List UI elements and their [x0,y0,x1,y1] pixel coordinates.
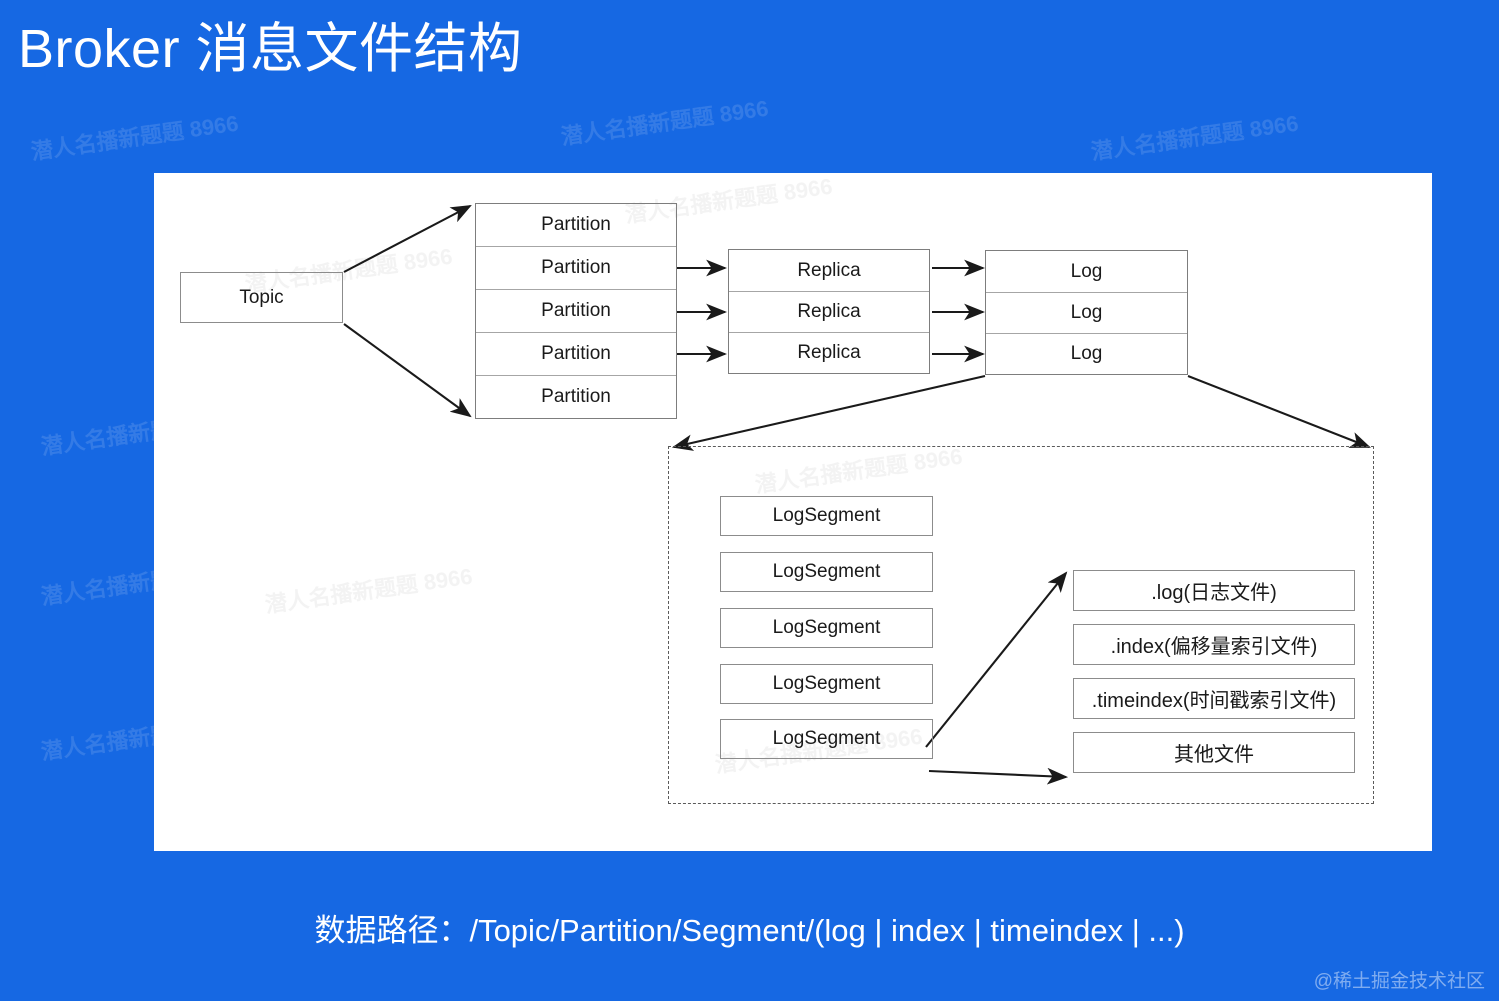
segment-file-box-log[interactable]: .log(日志文件) [1073,570,1355,611]
topic-label: Topic [239,286,284,308]
partition-row[interactable]: Partition [476,247,676,290]
partition-row[interactable]: Partition [541,386,611,407]
log-row[interactable]: Log [986,293,1187,334]
log-segment-label: LogSegment [772,617,881,638]
data-path-caption: 数据路径：/Topic/Partition/Segment/(log | ind… [314,913,1185,948]
partition-row[interactable]: Partition [476,204,676,247]
replica-row[interactable]: Replica [729,292,929,333]
log-segment-label: LogSegment [772,505,881,526]
replica-stack: Replica Replica Replica [728,249,930,374]
log-segment-box[interactable]: LogSegment [720,496,933,536]
replica-row[interactable]: Replica [797,342,861,363]
segment-file-label: .log(日志文件) [1151,582,1277,604]
log-segment-group [668,446,1374,804]
watermark: 潜人名播新题题 8966 [29,110,240,165]
watermark: 潜人名播新题题 8966 [1089,110,1300,165]
source-watermark: @稀土掘金技术社区 [1313,971,1485,992]
watermark: 潜人名播新题题 8966 [263,563,474,618]
page-title: Broker 消息文件结构 [18,19,523,79]
segment-file-box-index[interactable]: .index(偏移量索引文件) [1073,624,1355,665]
partition-stack: Partition Partition Partition Partition … [475,203,677,419]
segment-file-box-other[interactable]: 其他文件 [1073,732,1355,773]
log-segment-box[interactable]: LogSegment [720,552,933,592]
replica-row[interactable]: Replica [729,250,929,292]
log-row[interactable]: Log [986,251,1187,293]
log-segment-box[interactable]: LogSegment [720,719,933,759]
segment-file-label: .timeindex(时间戳索引文件) [1091,690,1337,712]
segment-file-label: 其他文件 [1174,744,1254,766]
segment-file-box-timeindex[interactable]: .timeindex(时间戳索引文件) [1073,678,1355,719]
log-segment-label: LogSegment [772,728,881,749]
topic-box[interactable]: Topic [180,272,343,323]
log-segment-label: LogSegment [772,673,881,694]
log-segment-box[interactable]: LogSegment [720,608,933,648]
log-segment-box[interactable]: LogSegment [720,664,933,704]
log-segment-label: LogSegment [772,561,881,582]
segment-file-label: .index(偏移量索引文件) [1110,636,1318,658]
log-stack: Log Log Log [985,250,1188,375]
log-row[interactable]: Log [1070,343,1103,364]
partition-row[interactable]: Partition [476,333,676,376]
watermark: 潜人名播新题题 8966 [559,95,770,150]
partition-row[interactable]: Partition [476,290,676,333]
diagram-canvas: 潜人名播新题题 8966 潜人名播新题题 8966 潜人名播新题题 8966 潜… [154,173,1432,851]
